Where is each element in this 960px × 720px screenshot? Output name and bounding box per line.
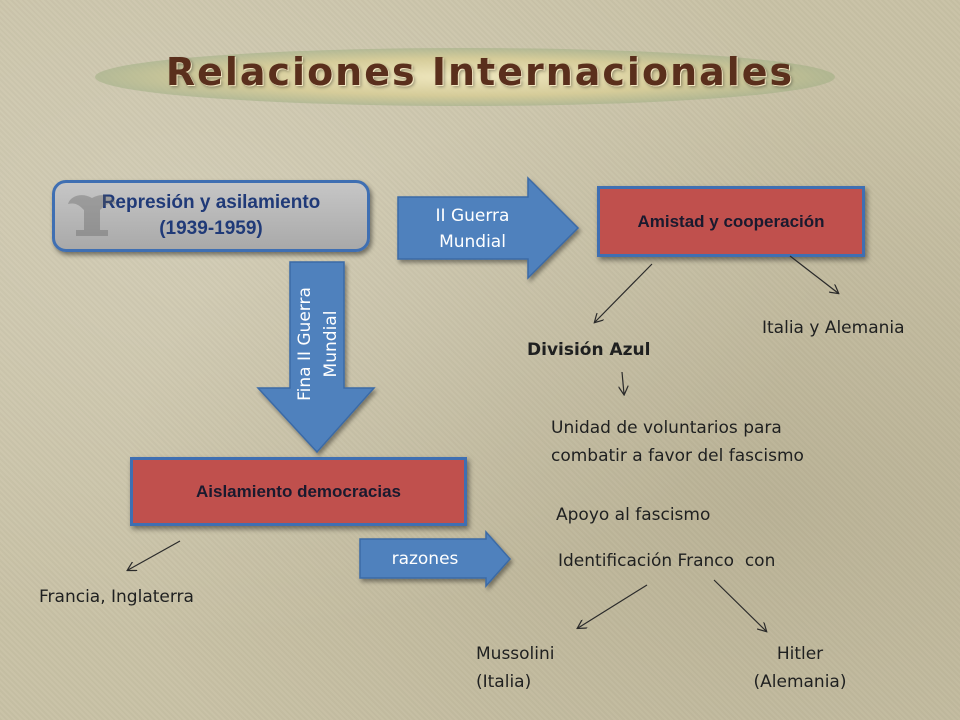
page-title: Relaciones Internacionales: [165, 50, 795, 94]
line-to-hitler: [713, 579, 766, 631]
apoyo-text: Apoyo al fascismo: [556, 505, 711, 525]
line-to-italia: [789, 255, 838, 293]
hitler-line1: Hitler: [776, 644, 824, 664]
line-to-francia: [128, 540, 181, 570]
aislamiento-box: Aislamiento democracias: [130, 457, 467, 526]
guerra-arrow-label: II Guerra Mundial: [420, 203, 525, 255]
guerra-line1: II Guerra: [435, 206, 510, 226]
amistad-label: Amistad y cooperación: [637, 211, 825, 231]
hitler-line2: (Alemania): [753, 672, 847, 692]
fin-guerra-line2: Mundial: [321, 310, 341, 378]
guerra-arrow: [397, 176, 580, 280]
coat-of-arms-icon: [68, 195, 116, 236]
represion-box: Represión y asilamiento (1939-1959): [52, 180, 370, 252]
unidad-line1: Unidad de voluntarios para: [551, 418, 782, 438]
mussolini-line1: Mussolini: [476, 644, 555, 664]
division-azul-text: División Azul: [527, 340, 651, 360]
francia-inglaterra-text: Francia, Inglaterra: [39, 587, 194, 607]
title-banner: [95, 48, 835, 106]
fin-guerra-arrow-label: Fina II Guerra Mundial: [292, 274, 344, 414]
represion-label: Represión y asilamiento: [101, 192, 321, 213]
razones-arrow-label: razones: [391, 549, 459, 569]
mussolini-text: Mussolini (Italia): [476, 640, 555, 696]
represion-years: (1939-1959): [159, 218, 263, 239]
hitler-text: Hitler (Alemania): [745, 640, 855, 696]
razones-arrow: [359, 530, 512, 588]
mussolini-line2: (Italia): [476, 672, 532, 692]
line-to-unidad: [622, 371, 624, 394]
unidad-text: Unidad de voluntarios para combatir a fa…: [551, 414, 804, 470]
unidad-line2: combatir a favor del fascismo: [551, 446, 804, 466]
fin-guerra-line1: Fina II Guerra: [295, 287, 315, 401]
amistad-box: Amistad y cooperación: [597, 186, 865, 257]
fin-guerra-arrow: [256, 261, 376, 454]
guerra-line2: Mundial: [439, 232, 506, 252]
italia-alemania-text: Italia y Alemania: [762, 318, 905, 338]
identificacion-text: Identificación Franco con: [558, 551, 776, 571]
aislamiento-label: Aislamiento democracias: [195, 481, 402, 501]
line-to-mussolini: [578, 584, 648, 628]
line-to-division: [595, 263, 653, 322]
